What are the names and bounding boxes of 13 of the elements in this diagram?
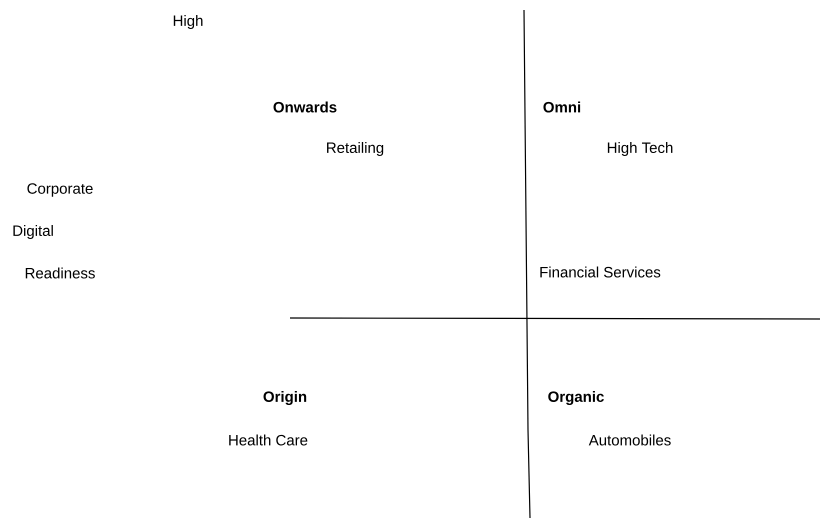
axis-label: Corporate xyxy=(27,183,93,197)
quadrant-title: Organic xyxy=(548,390,604,406)
quadrant-title: Omni xyxy=(543,101,580,112)
axis-label: Readiness xyxy=(26,267,95,278)
sector-label: High Tech xyxy=(608,142,672,156)
sector-label: Financial Services xyxy=(540,266,660,278)
axis-label: Digital xyxy=(13,225,53,239)
sector-label: Automobiles xyxy=(588,434,671,446)
quadrant-title: Onwards xyxy=(274,101,336,112)
sector-label: Retailing xyxy=(327,142,384,156)
sector-label: Health Care xyxy=(229,434,308,446)
axis-label: High xyxy=(174,15,202,29)
quadrant-title: Origin xyxy=(264,390,306,406)
